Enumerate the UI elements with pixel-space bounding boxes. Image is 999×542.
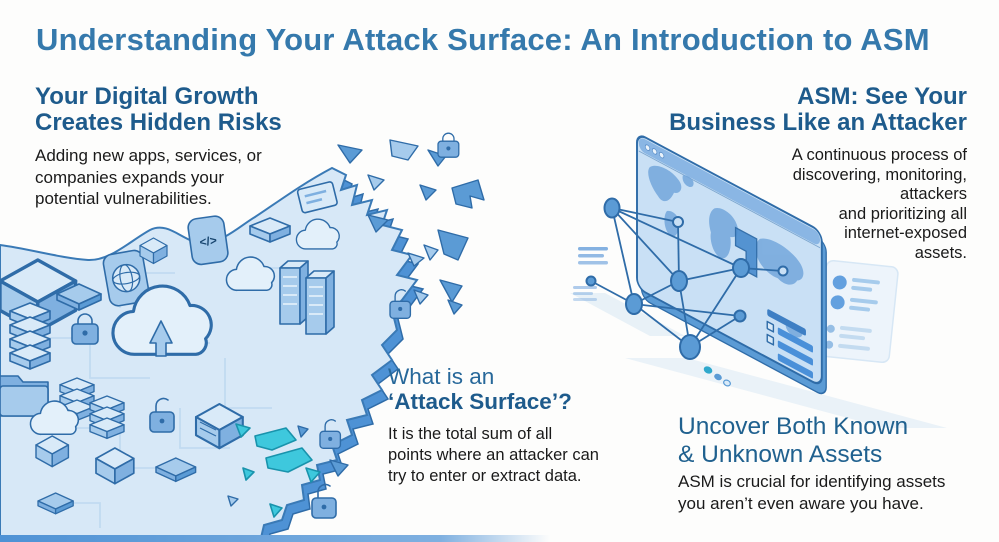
ghost-list-lines — [573, 286, 597, 301]
server-cube-icon — [194, 402, 244, 450]
uncover-assets-heading: Uncover Both Known & Unknown Assets — [678, 413, 909, 468]
attack-surface-heading: What is an ‘Attack Surface’? — [388, 364, 572, 414]
server-towers-icon — [279, 260, 335, 335]
network-graph — [585, 197, 789, 360]
attack-surface-body: It is the total sum of all points where … — [388, 425, 599, 485]
globe-icon — [102, 249, 150, 307]
window-dots-icon — [644, 144, 665, 159]
attack-surface-heading-line2: ‘Attack Surface’? — [388, 389, 572, 414]
document-card-icon — [296, 181, 338, 214]
ghost-list-lines — [578, 247, 608, 265]
network-nodes — [585, 197, 789, 360]
digital-growth-body: Adding new apps, services, or companies … — [35, 146, 262, 208]
cloud-upload-icon — [111, 284, 213, 357]
world-map — [648, 165, 804, 338]
folder-icon — [0, 375, 49, 417]
asm-dashboard-illustration — [570, 135, 947, 428]
map-fragments — [227, 139, 485, 507]
server-rack-icon — [9, 302, 51, 370]
map-fragments-cyan — [235, 423, 321, 518]
map-illustration: </> — [0, 132, 550, 542]
light-streak — [570, 293, 685, 336]
side-panel-card — [816, 259, 899, 364]
page-title: Understanding Your Attack Surface: An In… — [36, 22, 930, 57]
code-brackets-icon: </> — [187, 215, 229, 266]
dot-trail — [703, 366, 731, 387]
code-icon-label: </> — [199, 233, 218, 249]
network-edges — [590, 207, 784, 348]
light-streak — [625, 358, 947, 428]
padlock-locked-icon — [437, 132, 460, 158]
bottom-strip — [0, 535, 550, 542]
uncover-assets-body: ASM is crucial for identifying assets yo… — [678, 472, 946, 513]
digital-growth-heading: Your Digital Growth Creates Hidden Risks — [35, 83, 282, 136]
database-stack-icon — [89, 395, 125, 440]
asm-see-your-business-body: A continuous process of discovering, mon… — [791, 146, 967, 262]
asset-list-card — [766, 309, 813, 379]
asm-see-your-business-heading: ASM: See Your Business Like an Attacker — [669, 83, 967, 136]
attack-surface-heading-line1: What is an — [388, 364, 495, 389]
